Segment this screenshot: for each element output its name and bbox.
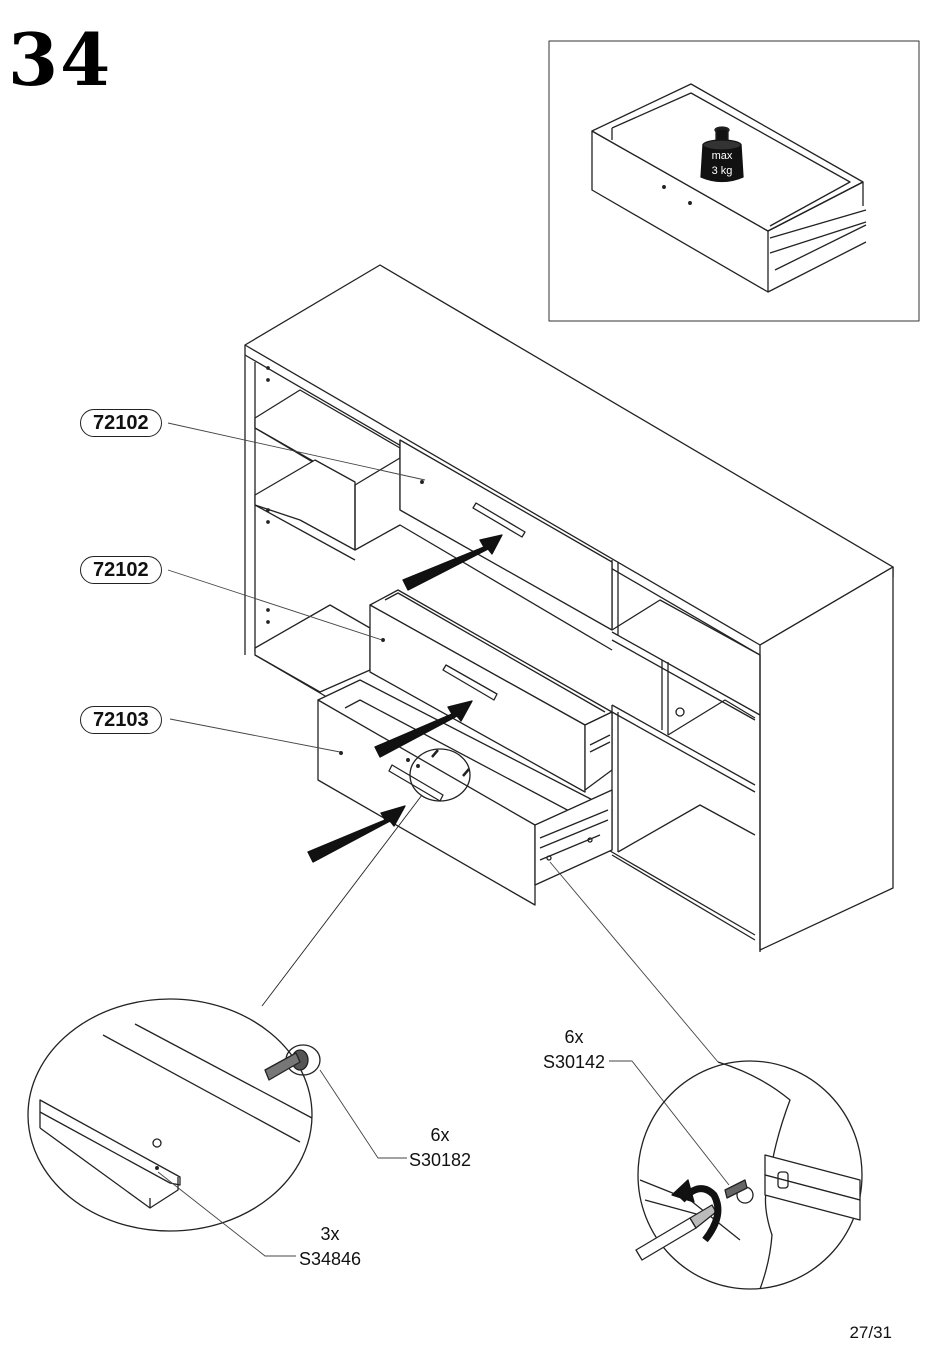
part-label-72102-top: 72102 bbox=[80, 409, 162, 437]
arrow-icon bbox=[307, 534, 503, 863]
part-label-72102-middle: 72102 bbox=[80, 556, 162, 584]
hardware-qty: 3x bbox=[320, 1224, 340, 1244]
sideboard-cabinet bbox=[244, 264, 894, 952]
weight-icon: max 3 kg bbox=[700, 126, 744, 183]
hardware-leaders bbox=[157, 861, 730, 1257]
hardware-qty: 6x bbox=[564, 1027, 584, 1047]
step-number: 34 bbox=[8, 17, 113, 102]
hardware-qty: 6x bbox=[430, 1125, 450, 1145]
drawer-top bbox=[399, 439, 613, 631]
weight-line1: max bbox=[712, 150, 733, 162]
hardware-callout-s30142: 6x S30142 bbox=[534, 1025, 614, 1075]
rotate-arrow-icon bbox=[671, 1179, 722, 1243]
weight-limit-inset bbox=[548, 40, 920, 322]
hardware-code: S34846 bbox=[298, 1249, 362, 1269]
screwdriver-icon bbox=[635, 1204, 717, 1261]
detail-marker-handle bbox=[409, 748, 471, 802]
drawer-bottom bbox=[317, 679, 613, 906]
screw-icon bbox=[264, 1044, 321, 1081]
hardware-code: S30142 bbox=[542, 1052, 606, 1072]
page-number: 27/31 bbox=[849, 1323, 892, 1342]
hardware-callout-s34846: 3x S34846 bbox=[290, 1222, 370, 1272]
hardware-callout-s30182: 6x S30182 bbox=[400, 1123, 480, 1173]
detail-runner bbox=[637, 1060, 863, 1290]
part-label-72103-bottom: 72103 bbox=[80, 706, 162, 734]
hardware-code: S30182 bbox=[408, 1150, 472, 1170]
weight-line2: 3 kg bbox=[712, 165, 733, 177]
detail-handle bbox=[27, 794, 423, 1232]
part-label-leaders bbox=[167, 422, 426, 753]
drawer-middle bbox=[369, 589, 613, 793]
